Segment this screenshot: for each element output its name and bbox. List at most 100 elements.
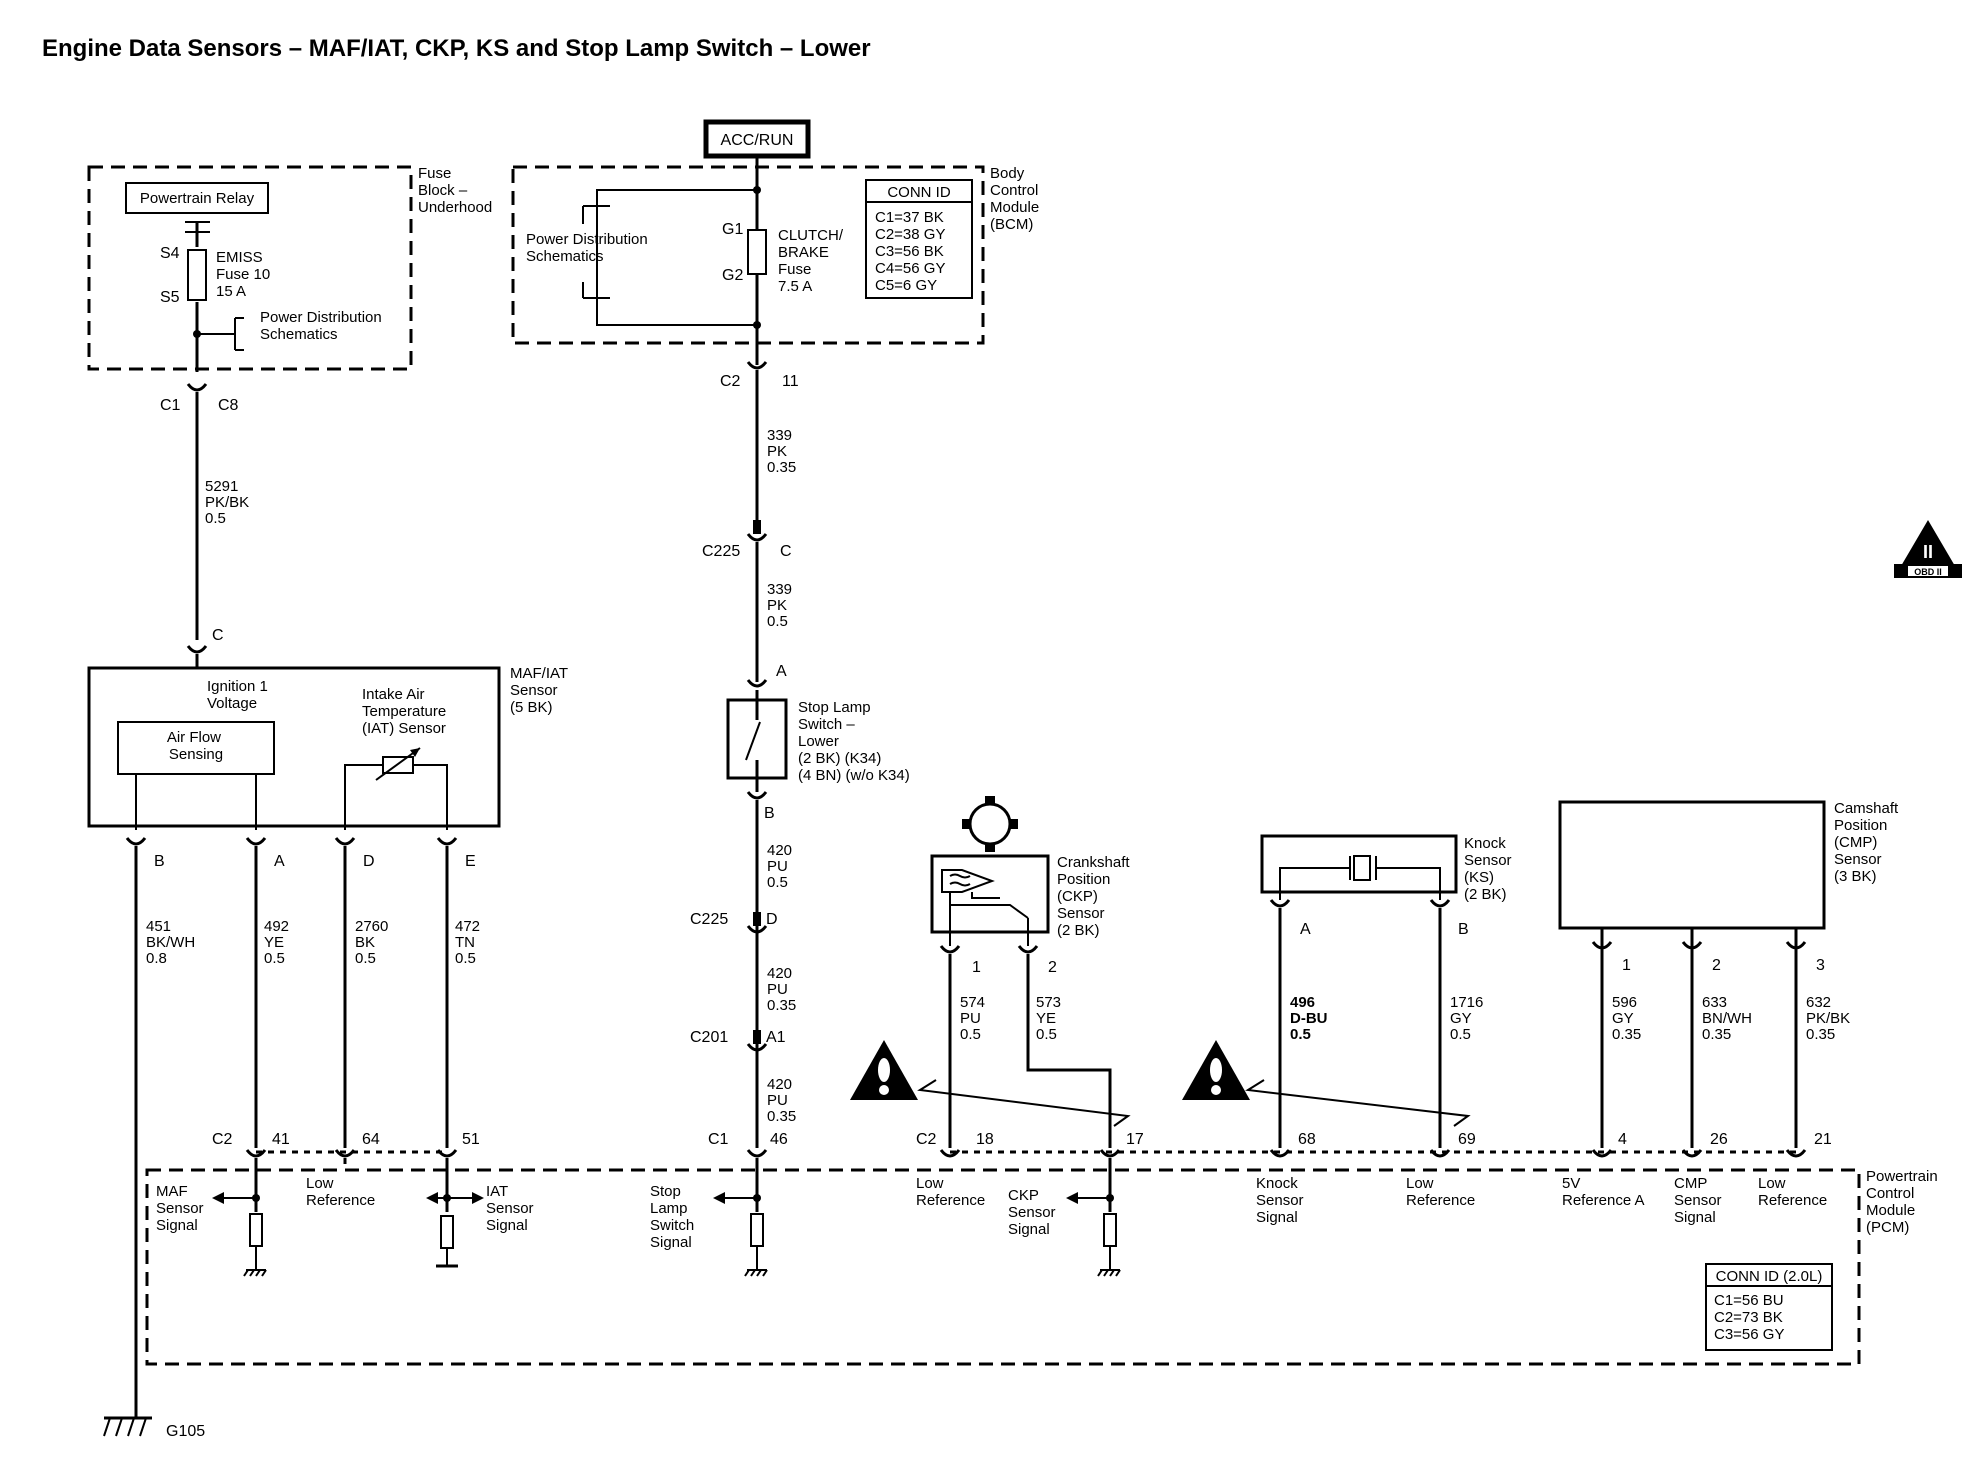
knock-sensor-label: Knock Sensor (KS) (2 BK)	[1464, 835, 1516, 903]
pcm-conn-id-title: CONN ID (2.0L)	[1716, 1268, 1823, 1285]
wire-420c-label: 420 PU 0.35	[767, 1076, 796, 1125]
ckp-reluctor-icon	[962, 796, 1018, 852]
conn-c225-d: D	[766, 911, 778, 928]
diagram-title: Engine Data Sensors – MAF/IAT, CKP, KS a…	[42, 35, 871, 62]
pcm-conn-c2-left: C2	[212, 1131, 233, 1148]
pcm-pin-64: 64	[362, 1131, 380, 1148]
cmp-sensor-label: Camshaft Position (CMP) Sensor (3 BK)	[1834, 800, 1902, 885]
maf-pin-d: D	[363, 853, 375, 870]
knock-pin-a: A	[1300, 921, 1311, 938]
maf-iat-sensor-label: MAF/IAT Sensor (5 BK)	[510, 665, 572, 716]
conn-c225-b: C225	[690, 911, 728, 928]
fuse-block-label: Fuse Block – Underhood	[418, 165, 492, 216]
fuse-pin-s5: S5	[160, 289, 180, 306]
pcm-signal-knock: Knock Sensor Signal	[1256, 1175, 1308, 1226]
conn-c-maf: C	[212, 627, 224, 644]
bcm-label: Body Control Module (BCM)	[990, 165, 1043, 233]
ground-g105-label: G105	[166, 1423, 205, 1440]
ckp-pin-2: 2	[1048, 959, 1057, 976]
ckp-pin-1: 1	[972, 959, 981, 976]
conn-c225-a: C225	[702, 543, 740, 560]
pcm-pin-51: 51	[462, 1131, 480, 1148]
bcm-pin-g2: G2	[722, 267, 743, 284]
acc-run-label: ACC/RUN	[721, 132, 794, 149]
pcm-signal-ckp: CKP Sensor Signal	[1008, 1187, 1060, 1238]
wire-5291-label: 5291 PK/BK 0.5	[205, 478, 253, 527]
pcm-label: Powertrain Control Module (PCM)	[1866, 1168, 1942, 1236]
wire-339a-label: 339 PK 0.35	[767, 427, 796, 476]
powertrain-relay-box	[125, 182, 269, 214]
wire-596-label: 596 GY 0.35	[1612, 994, 1641, 1043]
conn-c8-fuse: C8	[218, 397, 239, 414]
wire-472-label: 472 TN 0.5	[455, 918, 484, 967]
maf-pin-b: B	[154, 853, 165, 870]
pcm-pin-21: 21	[1814, 1131, 1832, 1148]
wire-420b-label: 420 PU 0.35	[767, 965, 796, 1014]
wire-451-label: 451 BK/WH 0.8	[146, 918, 199, 967]
conn-c2-bcm: C2	[720, 373, 741, 390]
pcm-pin-69: 69	[1458, 1131, 1476, 1148]
svg-text:OBD II: OBD II	[1914, 567, 1942, 577]
iat-sensor-label: Intake Air Temperature (IAT) Sensor	[362, 686, 450, 737]
clutch-brake-fuse-symbol	[747, 229, 767, 275]
pcm-signal-stop-lamp: Stop Lamp Switch Signal	[650, 1183, 698, 1251]
bcm-pds-label: Power Distribution Schematics	[526, 231, 652, 265]
bcm-conn-id-table	[865, 179, 973, 299]
pcm-signal-cmp: CMP Sensor Signal	[1674, 1175, 1726, 1226]
stop-lamp-pin-b: B	[764, 805, 775, 822]
pcm-pin-41: 41	[272, 1131, 290, 1148]
ground-g105-symbol	[103, 1416, 152, 1437]
pcm-pin-18: 18	[976, 1131, 994, 1148]
wire-574-label: 574 PU 0.5	[960, 994, 989, 1043]
conn-c1-fuse: C1	[160, 397, 181, 414]
ckp-twisted-pair-marker	[917, 1079, 1131, 1127]
air-flow-sensing-box	[117, 721, 275, 775]
pcm-pin-17: 17	[1126, 1131, 1144, 1148]
pcm-signal-low-ref-4: Low Reference	[1758, 1175, 1827, 1209]
bcm-conn-id-title: CONN ID	[887, 184, 951, 201]
pcm-conn-id-list: C1=56 BU C2=73 BK C3=56 GY	[1714, 1292, 1788, 1343]
obd-ii-badge: II OBD II	[1894, 520, 1962, 578]
wire-492-label: 492 YE 0.5	[264, 918, 293, 967]
pcm-signal-5v-ref: 5V Reference A	[1562, 1175, 1645, 1209]
conn-c201-a1: A1	[766, 1029, 786, 1046]
bcm-outline	[511, 165, 985, 345]
bcm-conn-id-list: C1=37 BK C2=38 GY C3=56 BK C4=56 GY C5=6…	[875, 209, 949, 294]
pcm-signal-low-ref-3: Low Reference	[1406, 1175, 1475, 1209]
ckp-sensor-label: Crankshaft Position (CKP) Sensor (2 BK)	[1057, 854, 1134, 939]
pcm-pin-46: 46	[770, 1131, 788, 1148]
air-flow-sensing-label: Air Flow Sensing	[167, 729, 225, 763]
fuse-block-outline	[87, 165, 413, 371]
wire-633-label: 633 BN/WH 0.35	[1702, 994, 1756, 1043]
wire-573-label: 573 YE 0.5	[1036, 994, 1065, 1043]
wire-2760-label: 2760 BK 0.5	[355, 918, 393, 967]
cmp-pin-1: 1	[1622, 957, 1631, 974]
conn-c225-c: C	[780, 543, 792, 560]
emiss-fuse-symbol	[187, 249, 207, 301]
fuse-pds-label: Power Distribution Schematics	[260, 309, 386, 343]
pcm-pin-68: 68	[1298, 1131, 1316, 1148]
emiss-fuse-label: EMISS Fuse 10 15 A	[216, 249, 274, 300]
maf-pin-a: A	[274, 853, 285, 870]
ignition-voltage-label: Ignition 1 Voltage	[207, 678, 272, 712]
stop-lamp-switch-label: Stop Lamp Switch – Lower (2 BK) (K34) (4…	[798, 699, 910, 784]
wire-1716-label: 1716 GY 0.5	[1450, 994, 1488, 1043]
pcm-conn-c1: C1	[708, 1131, 729, 1148]
conn-c201: C201	[690, 1029, 728, 1046]
conn-pin-11: 11	[782, 373, 799, 390]
wire-420a-label: 420 PU 0.5	[767, 842, 796, 891]
maf-pin-e: E	[465, 853, 476, 870]
ckp-warning-icon	[850, 1040, 918, 1100]
ks-warning-icon	[1182, 1040, 1250, 1100]
clutch-brake-fuse-label: CLUTCH/ BRAKE Fuse 7.5 A	[778, 227, 847, 295]
pcm-signal-maf: MAF Sensor Signal	[156, 1183, 208, 1234]
bcm-pin-g1: G1	[722, 221, 743, 238]
cmp-sensor-box	[1558, 800, 1826, 930]
pcm-conn-c2-right: C2	[916, 1131, 937, 1148]
cmp-pin-3: 3	[1816, 957, 1825, 974]
pcm-signal-low-ref-1: Low Reference	[306, 1175, 375, 1209]
cmp-pin-2: 2	[1712, 957, 1721, 974]
pcm-pin-4: 4	[1618, 1131, 1627, 1148]
pcm-signal-iat: IAT Sensor Signal	[486, 1183, 538, 1234]
